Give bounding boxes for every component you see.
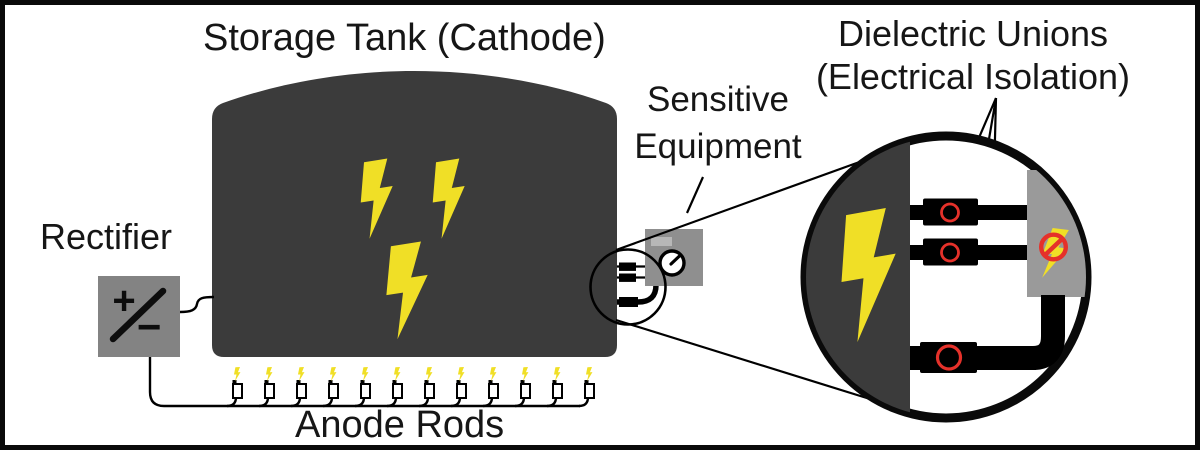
anode-rods-label: Anode Rods: [295, 404, 505, 446]
lightning-bolt-icon: [425, 367, 433, 382]
equipment-leader-line: [685, 176, 705, 214]
dielectric-union-small: [619, 297, 638, 307]
rectifier-label: Rectifier: [39, 216, 173, 257]
storage-tank-label: Storage Tank (Cathode): [203, 17, 606, 59]
lightning-bolt-icon: [457, 367, 465, 382]
anode-rod: [386, 367, 403, 408]
anode-rod: [258, 367, 275, 408]
anode-rods-group: [226, 367, 595, 408]
anode-rod: [546, 367, 563, 408]
anode-rod: [482, 367, 499, 408]
dielectric-unions-label: Dielectric Unions (Electrical Isolation): [770, 12, 1176, 98]
dielectric-union-magnified: [923, 198, 978, 226]
lightning-bolt-icon: [297, 367, 305, 382]
dielectric-unions-label-line1: Dielectric Unions: [837, 13, 1109, 54]
lightning-bolt-icon: [585, 367, 593, 382]
lightning-bolt-icon: [489, 367, 497, 382]
sensitive-equipment-label: Sensitive Equipment: [616, 76, 820, 170]
union-ring-icon: [940, 242, 960, 263]
tank-body: [212, 71, 617, 357]
elbow-pipe: [1025, 295, 1065, 370]
zoom-tangent-line-bottom: [615, 318, 871, 401]
no-current-prohibition-icon: [1038, 226, 1071, 282]
union-ring-icon: [940, 202, 960, 223]
anode-rod: [322, 367, 339, 408]
sensitive-equipment-label-line2: Equipment: [634, 127, 802, 166]
tank-outlet-pipes: [617, 262, 659, 307]
lightning-bolt-icon: [361, 367, 369, 382]
dielectric-union-magnified: [920, 342, 977, 373]
storage-tank: [212, 71, 617, 357]
rectifier-unit: + −: [98, 276, 580, 408]
pressure-gauge-icon: [658, 249, 686, 277]
anode-rod: [578, 367, 595, 408]
lightning-bolt-icon: [233, 367, 241, 382]
sensitive-equipment-label-line1: Sensitive: [646, 80, 790, 119]
lightning-bolt-icon: [329, 367, 337, 382]
dielectric-union-magnified: [923, 238, 978, 266]
plus-symbol: +: [112, 279, 135, 323]
union-ring-icon: [935, 344, 963, 371]
anode-rod: [354, 367, 371, 408]
outlet-pipe-bottom-elbow: [617, 284, 659, 305]
lightning-bolt-icon: [553, 367, 561, 382]
lightning-bolt-icon: [393, 367, 401, 382]
anode-rod: [450, 367, 467, 408]
gauge-needle: [669, 253, 682, 266]
dielectric-union-small: [619, 262, 636, 271]
equipment-panel-label: [651, 237, 672, 246]
lightning-bolt-icon: [265, 367, 273, 382]
anode-rod: [290, 367, 307, 408]
lightning-bolt-icon: [521, 367, 529, 382]
anode-rod: [514, 367, 531, 408]
anode-feed-wire: [148, 357, 580, 408]
anode-rod: [418, 367, 435, 408]
dielectric-union-small: [619, 273, 636, 282]
zoom-tangent-line-top: [615, 158, 866, 252]
anode-rod: [226, 367, 243, 408]
rectifier-to-tank-wire: [179, 295, 215, 314]
polarity-slash: [109, 287, 167, 343]
magnifier-lens: [800, 131, 1092, 423]
dielectric-unions-label-line2: (Electrical Isolation): [815, 56, 1131, 97]
